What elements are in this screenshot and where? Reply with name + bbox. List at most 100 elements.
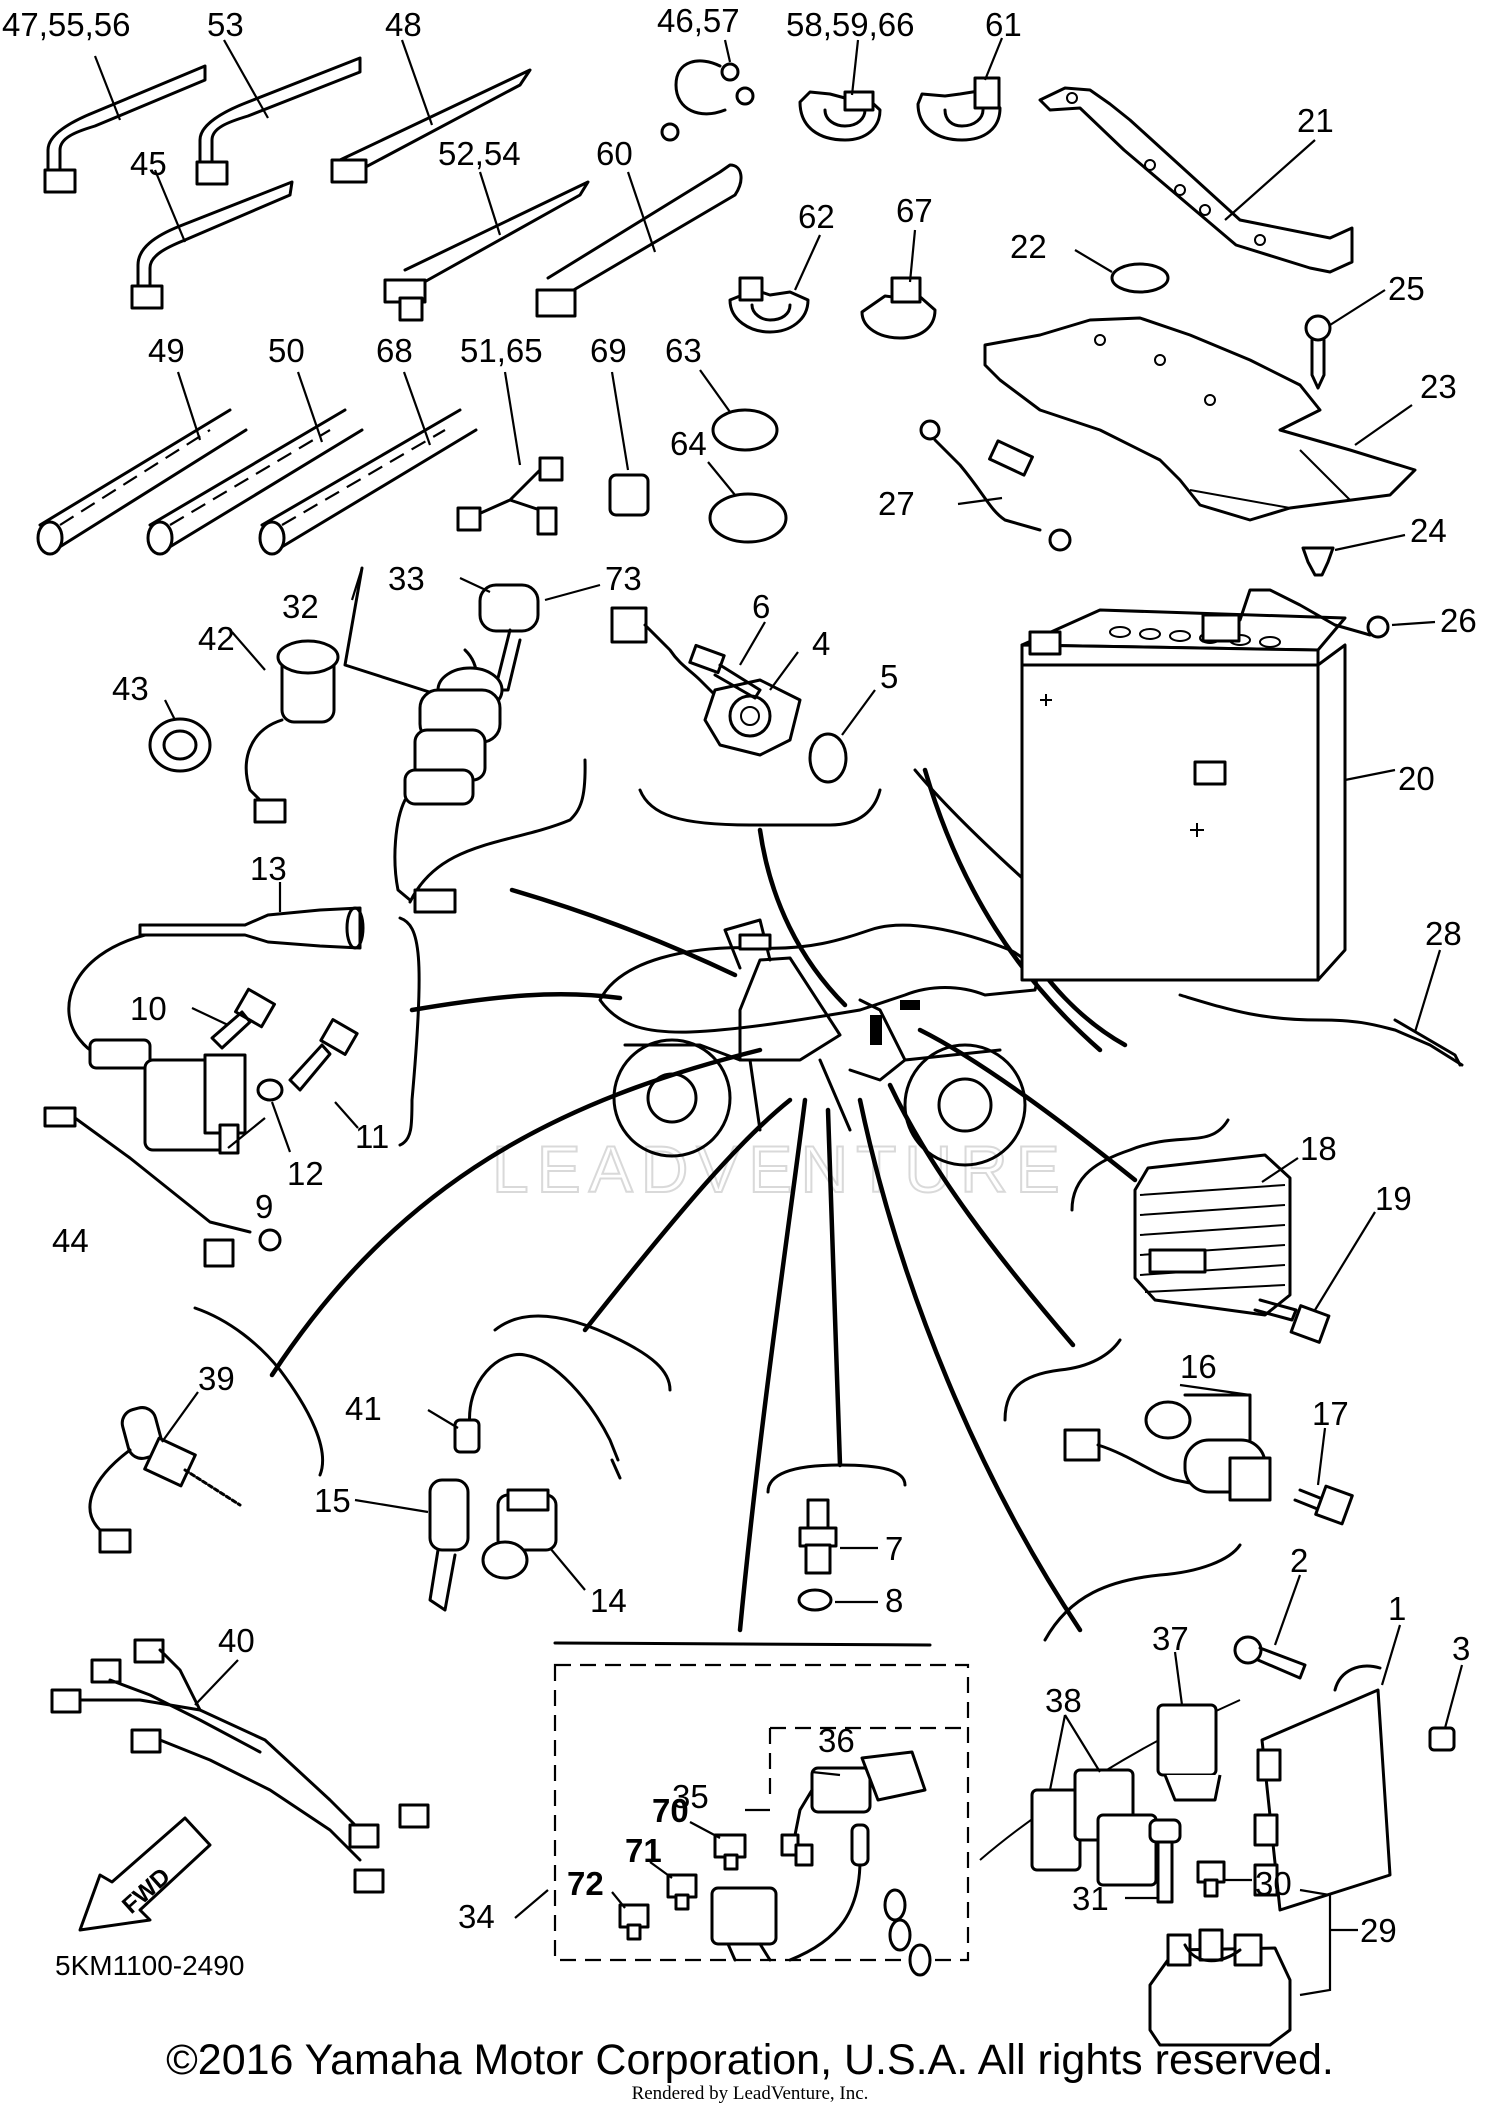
callout-73: 73 (605, 560, 642, 597)
part-tee-51 (456, 371, 564, 536)
callout-62: 62 (798, 198, 835, 235)
part-washer-12 (256, 1078, 292, 1153)
callout-18: 18 (1300, 1130, 1337, 1167)
part-switch-39 (88, 1391, 242, 1554)
part-cable-tie-47 (43, 55, 207, 194)
part-fuse-71 (649, 1861, 698, 1911)
callout-39: 39 (198, 1360, 235, 1397)
callout-41: 41 (345, 1390, 382, 1427)
watermark: LEADVENTURE (492, 1132, 1068, 1206)
part-tube-50 (146, 371, 364, 556)
callout-37: 37 (1152, 1620, 1189, 1657)
part-sensor-4 (610, 606, 802, 757)
callout-8: 8 (885, 1582, 903, 1619)
part-clamp-61 (916, 37, 1004, 142)
part-joint-69 (608, 371, 650, 517)
part-screw-2 (1233, 1574, 1307, 1680)
callout-4: 4 (812, 625, 830, 662)
part-switch-14 (481, 1488, 586, 1591)
part-lead-27 (919, 419, 1072, 552)
callout-46-57: 46,57 (657, 2, 740, 39)
callout-38: 38 (1045, 1682, 1082, 1719)
callout-35: 35 (672, 1778, 709, 1815)
callout-25: 25 (1388, 270, 1425, 307)
callout-24: 24 (1410, 512, 1447, 549)
part-clamp-62 (728, 234, 822, 334)
callout-49: 49 (148, 332, 185, 369)
part-fuse-72 (611, 1891, 650, 1941)
callout-10: 10 (130, 990, 167, 1027)
part-key-73 (544, 583, 601, 602)
part-screw-25 (1304, 289, 1386, 390)
part-solenoid-16 (1063, 1383, 1272, 1502)
callout-32: 32 (282, 588, 319, 625)
callout-1: 1 (1388, 1590, 1406, 1627)
callout-3: 3 (1452, 1630, 1470, 1667)
callout-61: 61 (985, 6, 1022, 43)
callout-58-59-66: 58,59,66 (786, 6, 914, 43)
callout-45: 45 (130, 145, 167, 182)
callout-19: 19 (1375, 1180, 1412, 1217)
part-clamp-67 (860, 229, 937, 340)
callout-13: 13 (250, 850, 287, 887)
part-cable-tie-48 (330, 39, 532, 184)
callout-67: 67 (896, 192, 933, 229)
callout-70: 70 (652, 1792, 689, 1829)
part-o-ring-64 (707, 461, 788, 544)
callout-labels: 47,55,56 53 48 46,57 58,59,66 61 21 45 5… (2, 2, 1477, 1949)
callout-20: 20 (1398, 760, 1435, 797)
callout-6: 6 (752, 588, 770, 625)
part-clip-46 (660, 39, 755, 142)
part-bolt-11 (288, 1018, 359, 1129)
part-starter-relay-29 (1148, 1888, 1358, 2047)
callout-15: 15 (314, 1482, 351, 1519)
callout-47-55-56: 47,55,56 (2, 6, 130, 43)
part-bracket-21 (1038, 86, 1354, 274)
part-harness-40 (50, 1638, 430, 1894)
callout-68: 68 (376, 332, 413, 369)
callout-64: 64 (670, 425, 707, 462)
callout-40: 40 (218, 1622, 255, 1659)
callout-26: 26 (1440, 602, 1477, 639)
part-bolt-17 (1293, 1427, 1354, 1526)
callout-7: 7 (885, 1530, 903, 1567)
part-nut-3 (1428, 1664, 1464, 1752)
part-relay-38 (1030, 1714, 1158, 1887)
callout-36: 36 (818, 1722, 855, 1759)
group-brackets (193, 758, 1242, 1647)
part-lead-28 (1178, 949, 1464, 1067)
callout-48: 48 (385, 6, 422, 43)
part-cable-tie-60 (535, 163, 743, 318)
part-fuse-30 (1196, 1860, 1252, 1898)
part-o-ring-63 (699, 369, 779, 452)
part-washer-8 (797, 1588, 878, 1612)
part-cable-tie-53 (195, 39, 362, 186)
part-o-ring-5 (808, 689, 876, 784)
part-bolt-6 (688, 621, 766, 700)
part-coil-9 (67, 933, 266, 1155)
callout-23: 23 (1420, 368, 1457, 405)
part-main-switch-32 (343, 566, 504, 914)
atv-illustration (598, 918, 1038, 1167)
callout-52-54: 52,54 (438, 135, 521, 172)
part-cover-23 (983, 316, 1417, 522)
callout-51-65: 51,65 (460, 332, 543, 369)
diagram-code: 5KM1100-2490 (55, 1950, 245, 1981)
callout-31: 31 (1072, 1880, 1109, 1917)
part-cable-tie-52 (383, 171, 590, 322)
callout-28: 28 (1425, 915, 1462, 952)
part-clip-24 (1301, 533, 1406, 577)
callout-22: 22 (1010, 228, 1047, 265)
callout-60: 60 (596, 135, 633, 172)
callout-63: 63 (665, 332, 702, 369)
part-grommet-22 (1074, 249, 1170, 294)
callout-16: 16 (1180, 1348, 1217, 1385)
part-ecu-1 (1253, 1624, 1402, 1912)
fwd-arrow-icon: FWD (78, 1816, 212, 1932)
part-lead-41 (427, 1352, 622, 1480)
callout-43: 43 (112, 670, 149, 707)
part-bolt-31 (1125, 1818, 1182, 1904)
callout-17: 17 (1312, 1395, 1349, 1432)
part-battery-20 (1020, 608, 1396, 982)
